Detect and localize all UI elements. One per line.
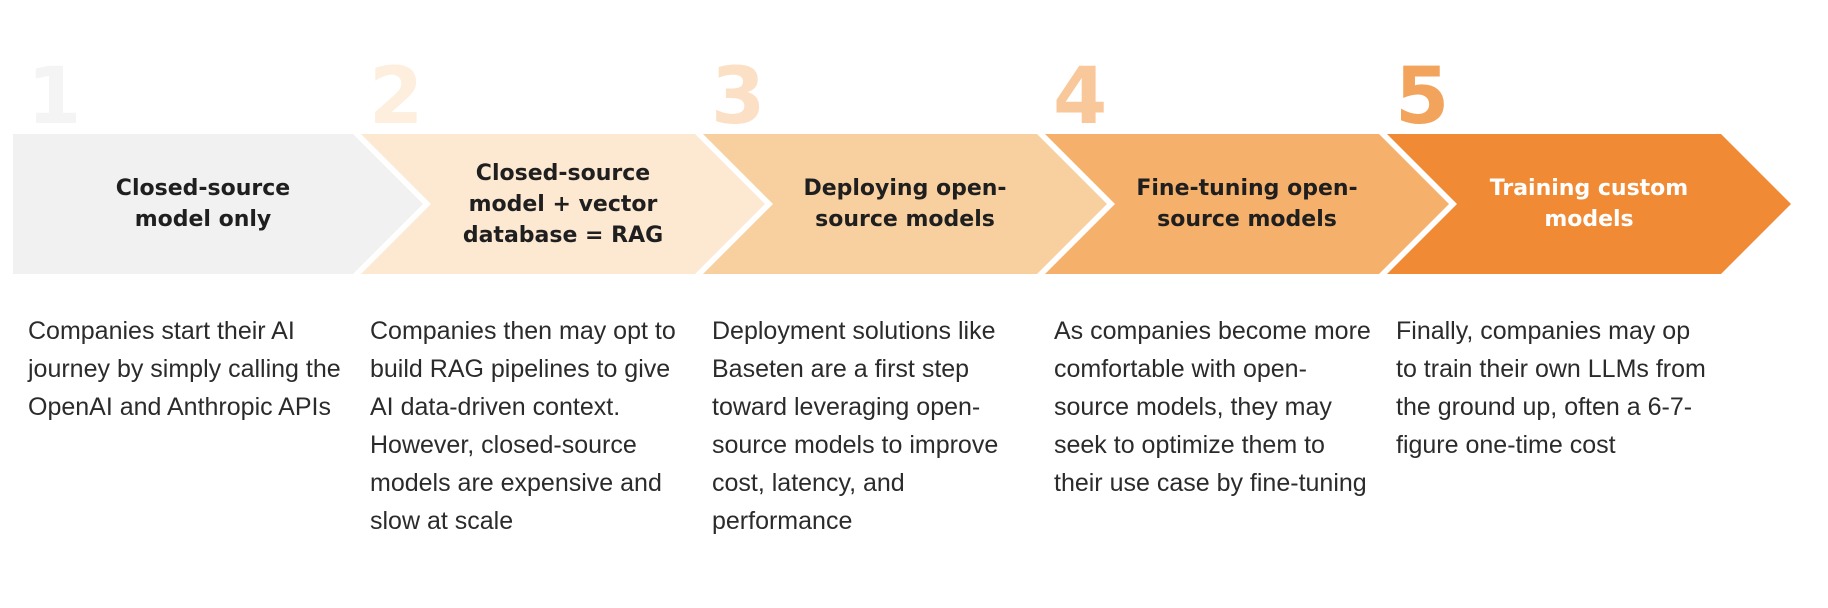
step-description-1: Companies start their AI journey by simp… (28, 317, 341, 421)
step-title-line: Closed-source (475, 160, 651, 186)
chevron-step-4 (1045, 134, 1449, 274)
step-title-line: source models (1157, 207, 1337, 232)
step-title-text-2: Closed-source model + vector database = RA… (463, 158, 663, 251)
step-title-text-4: Fine-tuning open-source models (1136, 173, 1357, 235)
step-number-3: 3 (711, 52, 766, 142)
chevron-step-3 (703, 134, 1107, 274)
step-title-line: Fine-tuning open- (1136, 176, 1358, 201)
step-number-1: 1 (27, 52, 82, 142)
step-title-line: Deploying open- (803, 176, 1007, 201)
step-number-5: 5 (1395, 52, 1450, 142)
step-description-5: Finally, companies may op to train their… (1396, 317, 1706, 459)
step-title-line: Closed-source (115, 176, 291, 201)
step-number-2: 2 (369, 52, 424, 142)
chevron-step-2 (361, 134, 765, 274)
chevron-step-1 (13, 134, 423, 274)
step-title-line: source models (815, 207, 995, 232)
chevron-step-5 (1387, 134, 1791, 274)
step-title-line: model only (134, 207, 272, 232)
step-description-2: Companies then may opt to build RAG pipe… (370, 317, 676, 535)
step-title-line: database = RAG (462, 222, 664, 248)
step-title-3: Deploying open-source models (773, 134, 1037, 274)
step-title-1: Closed-source model only (13, 134, 393, 274)
step-number-4: 4 (1053, 52, 1108, 142)
step-title-2: Closed-source model + vector database = RA… (431, 134, 695, 274)
step-title-5: Training custom models (1457, 134, 1721, 274)
step-title-line: models (1544, 207, 1634, 232)
step-title-text-5: Training custom models (1490, 173, 1688, 235)
step-title-line: model + vector (468, 191, 658, 217)
step-title-text-3: Deploying open-source models (803, 173, 1006, 235)
step-title-line: Training custom (1489, 176, 1689, 201)
step-description-4: As companies become more comfortable wit… (1054, 317, 1371, 497)
step-title-4: Fine-tuning open-source models (1115, 134, 1379, 274)
step-description-3: Deployment solutions like Baseten are a … (712, 317, 999, 535)
step-title-text-1: Closed-source model only (116, 173, 290, 235)
